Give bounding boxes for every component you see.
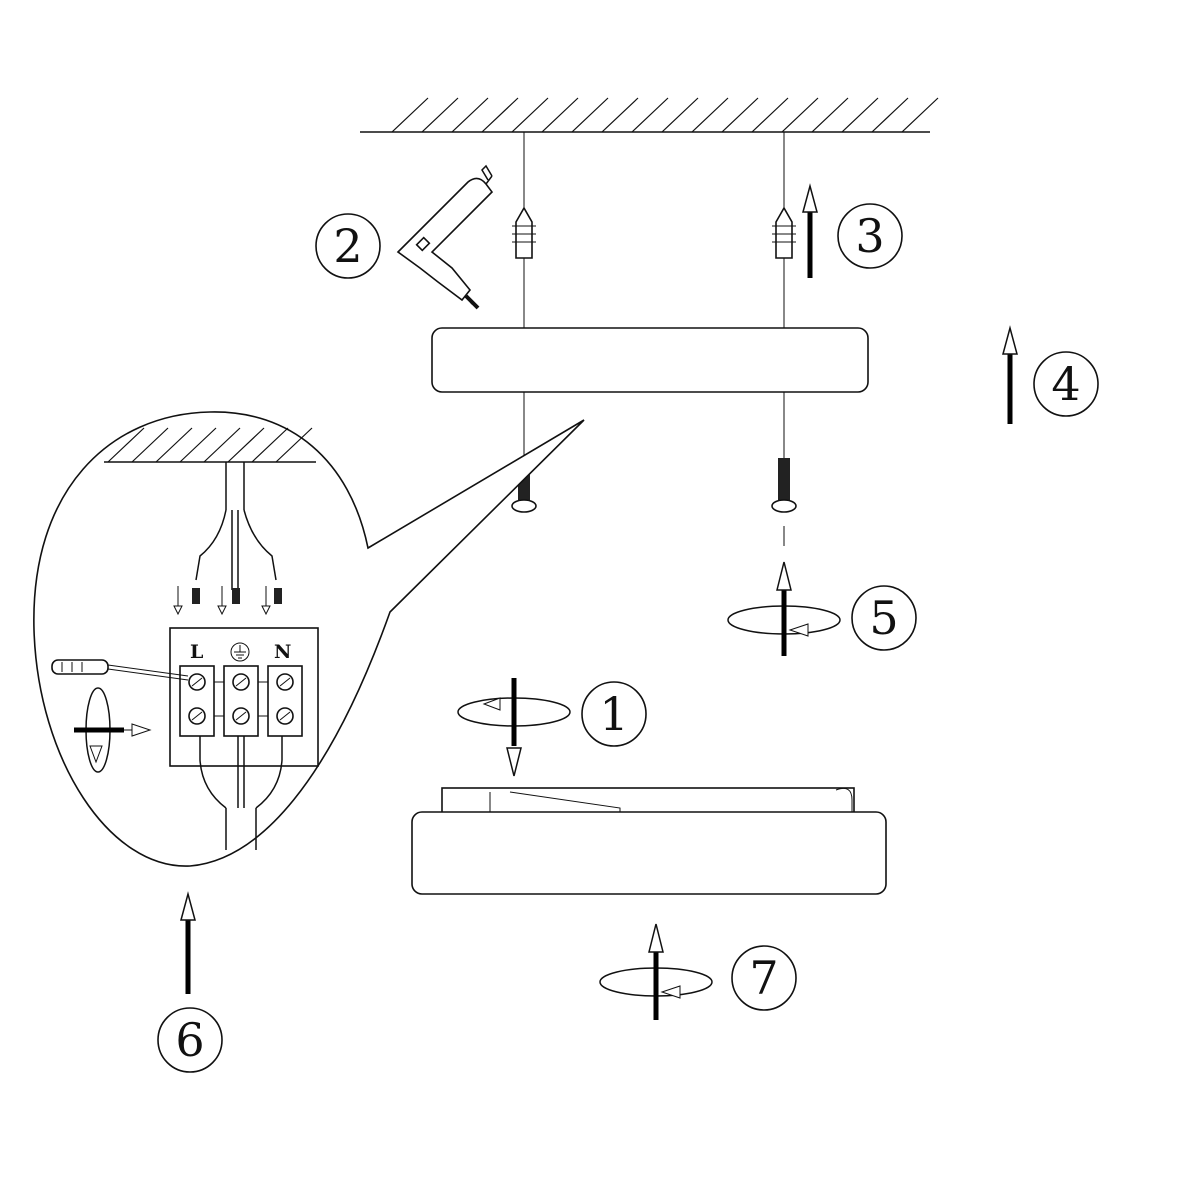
mounting-plate: [431, 327, 869, 393]
hatch-line: [155, 427, 193, 463]
lamp-body: [411, 787, 887, 895]
svg-text:5: 5: [869, 591, 898, 645]
ceiling-hatch: [391, 97, 939, 133]
hatch-line: [131, 427, 169, 463]
step-badge-1: 1: [581, 681, 647, 747]
wiring-detail-callout: L N: [33, 411, 585, 867]
svg-text:3: 3: [855, 209, 884, 263]
hatch-line: [871, 97, 909, 133]
svg-text:2: 2: [333, 219, 362, 273]
hatch-line: [811, 97, 849, 133]
hatch-line: [107, 427, 145, 463]
ceiling: [360, 97, 939, 133]
hatch-line: [451, 97, 489, 133]
arrow-step-6: [180, 891, 196, 994]
hatch-line: [481, 97, 519, 133]
screw-right: [771, 458, 797, 546]
drill-icon: [396, 164, 494, 310]
step-badge-5: 5: [851, 585, 917, 651]
step-badge-2: 2: [315, 213, 381, 279]
hatch-line: [691, 97, 729, 133]
terminal-label-neutral: N: [274, 641, 291, 663]
hatch-line: [275, 427, 313, 463]
hatch-line: [227, 427, 265, 463]
hatch-line: [391, 97, 429, 133]
hatch-line: [179, 427, 217, 463]
step-badge-7: 7: [731, 945, 797, 1011]
callout-ceiling-hatch: [107, 427, 313, 463]
hatch-line: [751, 97, 789, 133]
svg-text:1: 1: [599, 687, 628, 741]
arrow-step-4: [1002, 325, 1018, 424]
hatch-line: [661, 97, 699, 133]
wall-plug-right: [772, 206, 796, 259]
svg-text:6: 6: [175, 1013, 204, 1067]
hatch-line: [203, 427, 241, 463]
arrow-step-3: [802, 183, 818, 278]
step-badge-3: 3: [837, 203, 903, 269]
svg-text:4: 4: [1051, 357, 1080, 411]
earth-ground-icon: [230, 642, 250, 662]
hatch-line: [841, 97, 879, 133]
rotate-arrow-step-1: [457, 678, 571, 777]
hatch-line: [421, 97, 459, 133]
rotate-arrow-step-7: [599, 923, 713, 1020]
rotate-tighten-icon: [74, 687, 152, 773]
hatch-line: [901, 97, 939, 133]
hatch-line: [601, 97, 639, 133]
terminal-label-live: L: [190, 641, 203, 663]
rotate-arrow-step-5: [727, 561, 841, 656]
hatch-line: [251, 427, 289, 463]
hatch-line: [721, 97, 759, 133]
hatch-line: [781, 97, 819, 133]
hatch-line: [541, 97, 579, 133]
step-badge-4: 4: [1033, 351, 1099, 417]
hatch-line: [631, 97, 669, 133]
svg-text:7: 7: [749, 951, 778, 1005]
step-badge-6: 6: [157, 1007, 223, 1073]
wall-plug-left: [512, 206, 536, 259]
hatch-line: [511, 97, 549, 133]
screwdriver-icon: [51, 659, 189, 681]
wire-insert-arrows: [173, 586, 271, 616]
hatch-line: [571, 97, 609, 133]
